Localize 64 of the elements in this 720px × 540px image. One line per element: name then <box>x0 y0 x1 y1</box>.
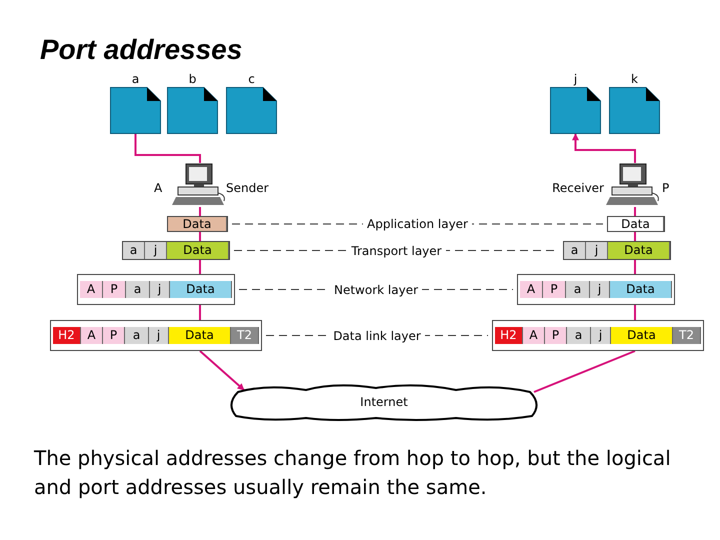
document-label: k <box>630 72 639 86</box>
arrow <box>572 133 636 163</box>
header-field: A <box>520 281 543 298</box>
header-field: a <box>567 327 591 344</box>
data-field: Data <box>170 281 232 298</box>
data-field: Data <box>608 242 670 259</box>
layer-label: Data link layer <box>329 328 425 344</box>
header-field: a <box>566 281 590 298</box>
packet <box>492 320 704 351</box>
connector-line <box>134 134 201 163</box>
header-field: j <box>590 281 610 298</box>
packet <box>563 241 671 260</box>
packet <box>517 274 675 305</box>
computer-label: A <box>154 181 162 195</box>
header-field: a <box>123 242 145 259</box>
connector-line <box>634 207 636 216</box>
connector-line <box>199 260 201 274</box>
document-label: c <box>247 72 256 86</box>
title: Port addresses <box>40 34 242 66</box>
connector-line <box>634 232 636 241</box>
data-field: Data <box>610 281 672 298</box>
header-field: j <box>150 281 170 298</box>
data-field: Data <box>611 327 673 344</box>
header-field: P <box>103 327 125 344</box>
layer-label: Application layer <box>363 216 472 232</box>
layer-label: Network layer <box>330 282 422 298</box>
packet <box>50 320 262 351</box>
header-field: P <box>545 327 567 344</box>
caption: The physical addresses change from hop to hop, but the logical and port addresses usually remain the same. <box>34 445 672 501</box>
document-label: j <box>572 72 578 86</box>
trailer-field: H2 <box>53 327 81 344</box>
header-field: A <box>81 327 103 344</box>
trailer-field: H2 <box>495 327 523 344</box>
connector-line <box>634 305 636 320</box>
header-field: P <box>103 281 126 298</box>
header-field: j <box>586 242 608 259</box>
packet <box>122 241 230 260</box>
cloud-label: Internet <box>359 395 409 409</box>
document-label: b <box>188 72 198 86</box>
data-field: Data <box>169 327 231 344</box>
header-field: j <box>149 327 169 344</box>
header-field: j <box>591 327 611 344</box>
connector-line <box>199 232 201 241</box>
header-field: a <box>125 327 149 344</box>
trailer-field: T2 <box>673 327 701 344</box>
document-label: a <box>130 72 140 86</box>
header-field: A <box>523 327 545 344</box>
header-field: A <box>80 281 103 298</box>
data-field: Data <box>168 217 227 231</box>
header-field: a <box>126 281 150 298</box>
computer-label: Sender <box>226 181 269 195</box>
arrow <box>199 350 245 391</box>
connector-line <box>199 207 201 216</box>
header-field: j <box>145 242 167 259</box>
connector-line <box>534 350 636 393</box>
header-field: a <box>564 242 586 259</box>
connector-line <box>634 260 636 274</box>
computer-label: P <box>662 181 670 195</box>
connector-line <box>199 305 201 320</box>
data-field: Data <box>167 242 229 259</box>
header-field: P <box>543 281 566 298</box>
packet <box>77 274 235 305</box>
computer-label: Receiver <box>552 181 604 195</box>
trailer-field: T2 <box>231 327 259 344</box>
